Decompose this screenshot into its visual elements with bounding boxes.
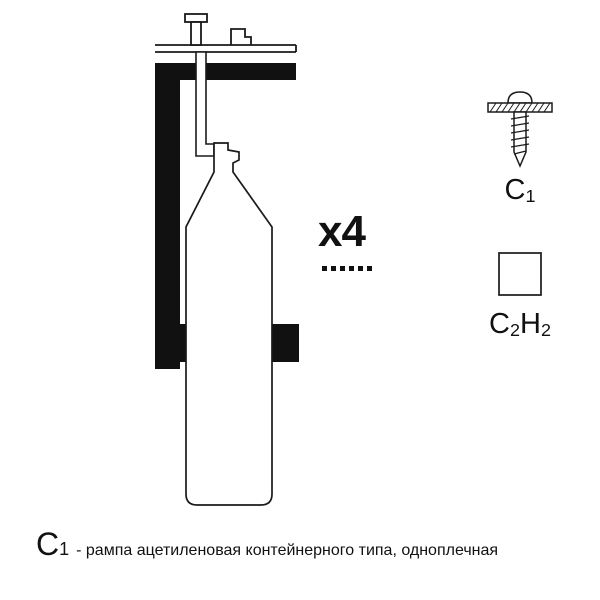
gas-cylinder-drawing xyxy=(185,142,273,506)
screw-threads xyxy=(510,115,530,155)
caption-symbol-sub: 1 xyxy=(59,539,70,559)
gas-symbol-h: Н xyxy=(520,308,541,340)
screw-icon xyxy=(487,91,553,168)
step-fitting xyxy=(230,28,252,45)
valve-stem xyxy=(190,21,202,46)
pipe-manifold xyxy=(155,13,297,53)
valve-cap xyxy=(184,13,208,23)
dotted-line xyxy=(322,266,376,271)
gas-square-icon xyxy=(498,252,542,296)
screw-symbol-base: С xyxy=(504,174,526,206)
gas-symbol-sub2a: 2 xyxy=(510,320,520,341)
caption: С1 - рампа ацетиленовая контейнерного ти… xyxy=(36,528,584,560)
caption-symbol: С1 xyxy=(36,528,69,560)
caption-text: - рампа ацетиленовая контейнерного типа,… xyxy=(76,542,499,559)
screw-washer xyxy=(487,102,553,113)
gas-legend-label: С2Н2 xyxy=(468,308,572,341)
multiplier-label: x4 xyxy=(318,207,366,256)
frame-top-bar xyxy=(155,63,296,80)
screw-head xyxy=(507,91,533,104)
gas-symbol-sub2b: 2 xyxy=(540,320,551,341)
washer-hatching xyxy=(489,102,551,113)
screw-symbol-sub: 1 xyxy=(525,186,536,207)
frame-left-bar xyxy=(155,63,180,369)
gas-symbol-c: С xyxy=(489,308,510,340)
screw-legend-label: С1 xyxy=(478,174,562,207)
caption-symbol-base: С xyxy=(36,526,60,562)
